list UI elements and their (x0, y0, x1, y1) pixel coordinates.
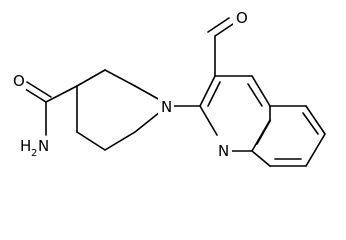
molecule-drawing: O H 2 N N N O (10, 8, 326, 167)
atom-label-aldehyde-oxygen: O (236, 9, 248, 27)
bond-pip-c5-c4 (76, 131, 106, 151)
aldehyde-group (207, 17, 237, 77)
structure-diagram: O H 2 N N N O (10, 8, 326, 167)
bond-q-c2-c3-inner (207, 81, 221, 107)
mask-aldehyde-o (233, 8, 249, 28)
bond-amide-c-ring (45, 85, 78, 103)
mask-amide-n (18, 136, 60, 160)
bond-q-c2-n1 (199, 105, 218, 136)
bond-ald-c-o (214, 21, 237, 37)
bond-q-c8a-c4a-inner (256, 120, 271, 145)
bond-amide-c-o-double (26, 81, 52, 98)
bond-pip-n-c6 (134, 111, 161, 133)
atom-label-carbonyl-oxygen: O (13, 72, 25, 90)
carboxamide-group (21, 81, 78, 136)
mask-quinoline-n (216, 139, 232, 159)
atom-label-quinoline-nitrogen: N (218, 142, 229, 160)
bond-q-c6-c7 (305, 133, 326, 167)
bond-q-c5-c6 (305, 105, 326, 135)
quinoline-ring (199, 75, 326, 167)
atom-label-amide-n: N (38, 137, 49, 155)
atom-label-piperidine-nitrogen: N (161, 98, 172, 116)
bond-pip-c3-c2 (104, 69, 136, 87)
bond-q-c8-c8a (251, 150, 271, 167)
bond-pip-c4-c3 (76, 69, 106, 87)
atom-label-amide-h: H (20, 137, 31, 155)
piperidine-ring (76, 69, 161, 151)
bond-q-c2-c3 (199, 75, 216, 107)
bond-q-c4-c4a (251, 75, 271, 107)
bond-pip-c2-n (134, 85, 161, 101)
bond-ald-c-o-double (207, 17, 230, 33)
atom-label-amide-h-count: 2 (31, 148, 37, 159)
bond-pip-c6-c5 (104, 131, 136, 151)
bond-q-c5-c6-inner (302, 112, 319, 135)
bond-q-c4-c4a-inner (247, 83, 263, 107)
mask-amide-o (10, 70, 26, 90)
mask-piperidine-n (158, 97, 174, 117)
